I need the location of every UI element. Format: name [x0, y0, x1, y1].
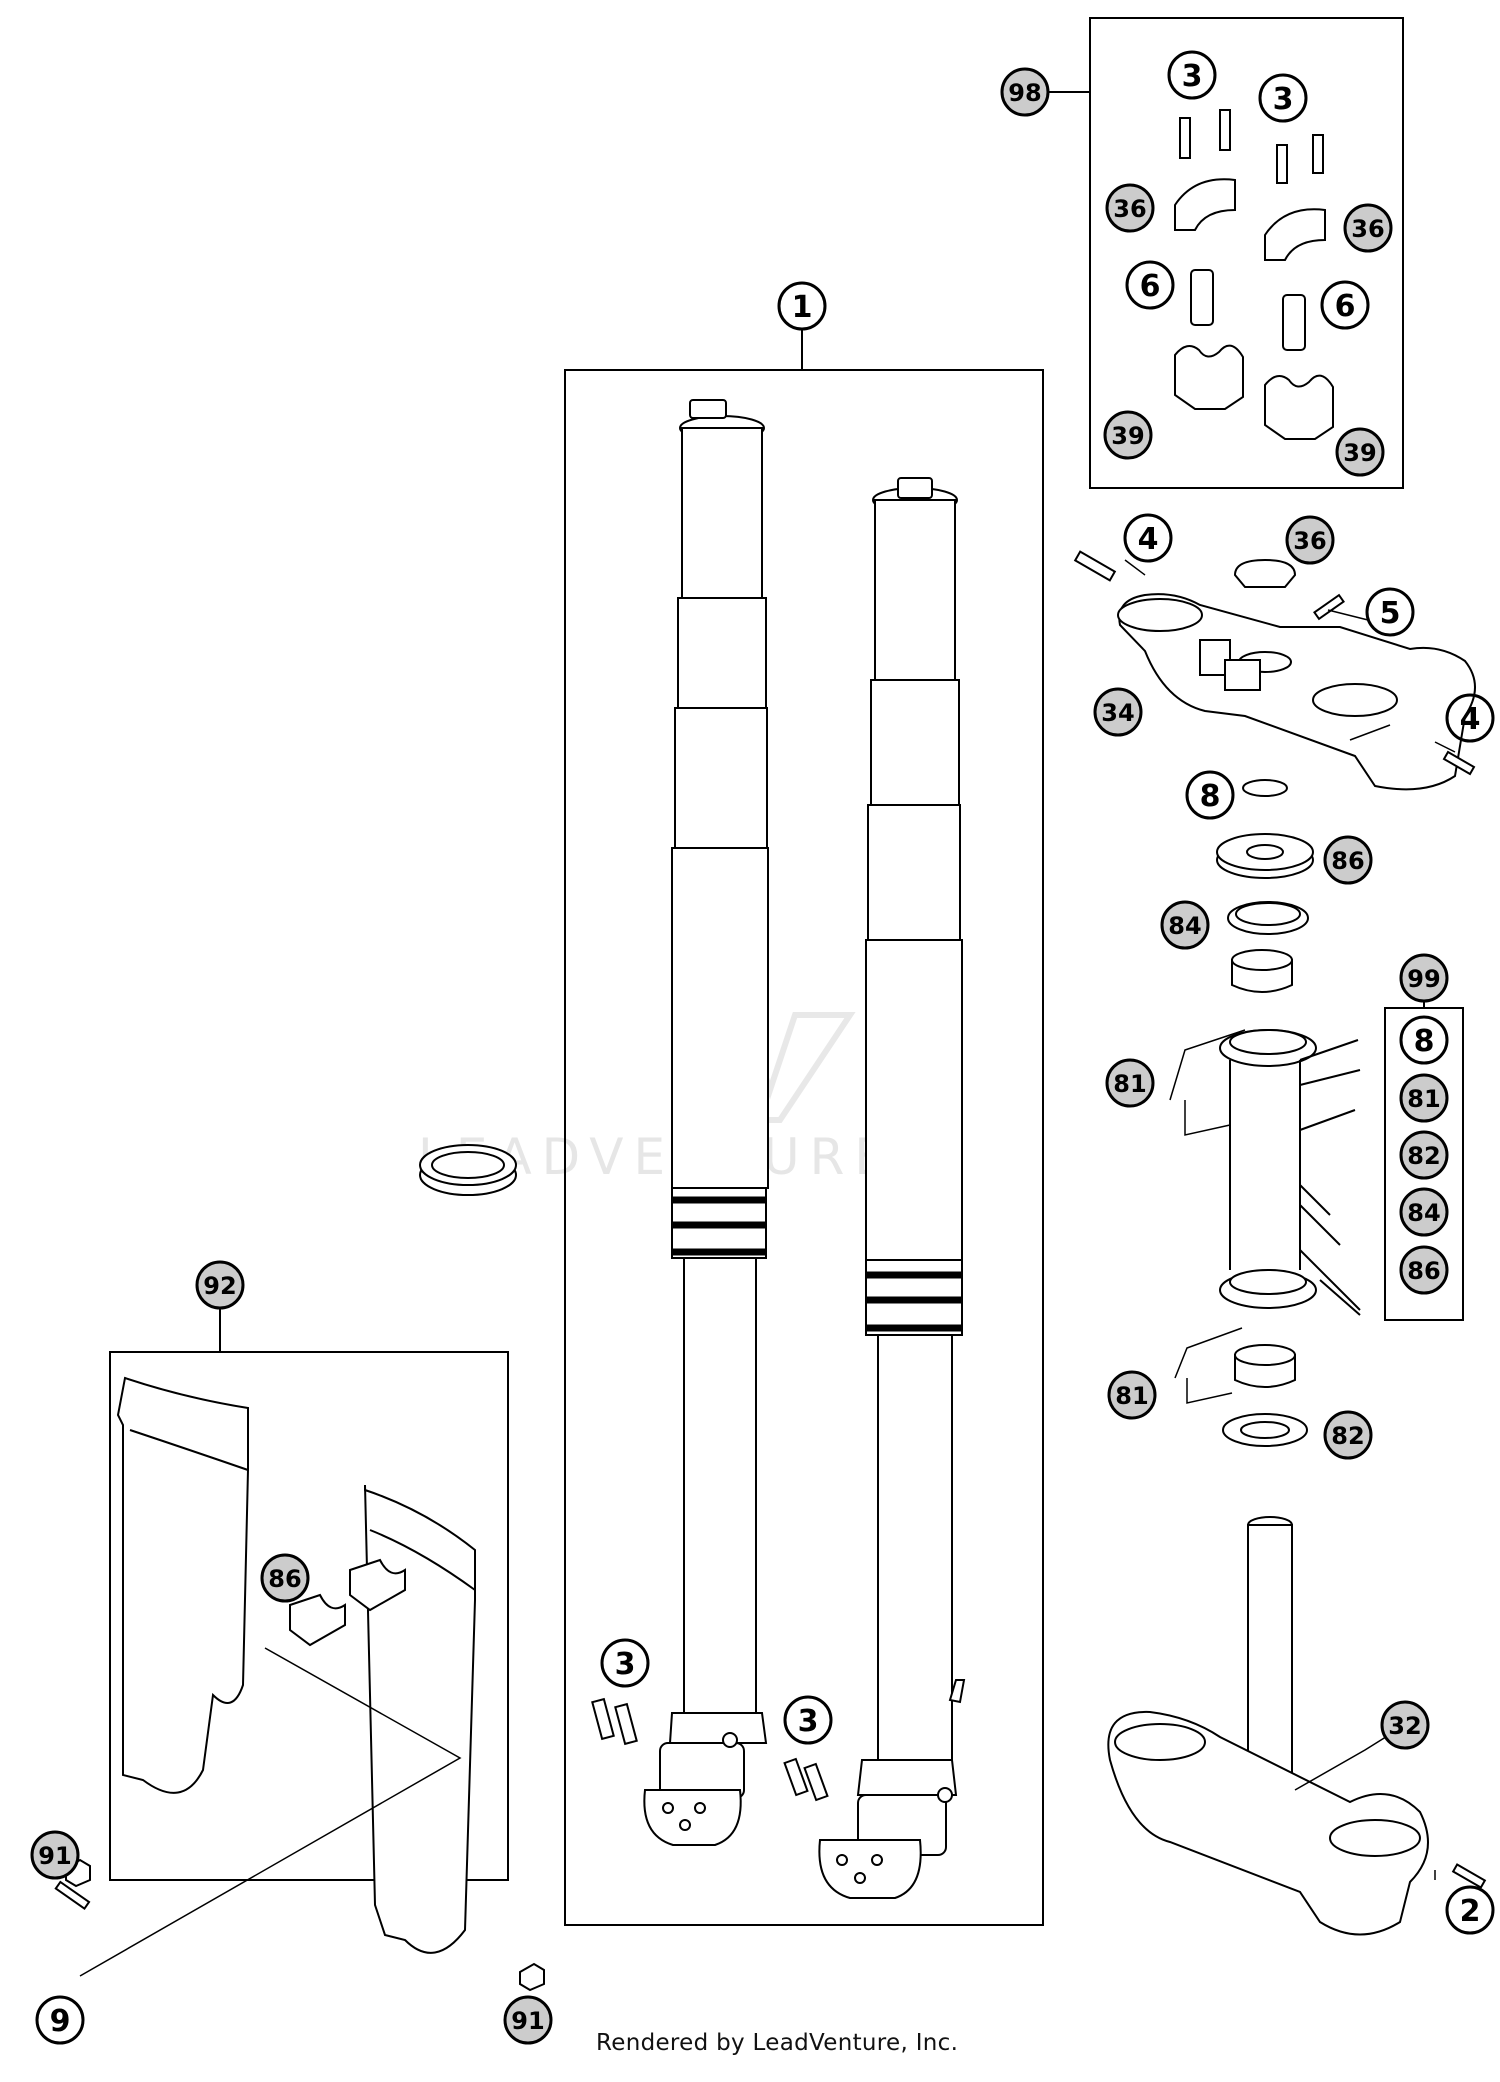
callout-81-upper: 81 — [1105, 1058, 1155, 1108]
fork-assembly-frame — [564, 369, 1044, 1926]
svg-text:39: 39 — [1343, 439, 1376, 467]
svg-text:92: 92 — [203, 1272, 236, 1300]
svg-text:36: 36 — [1113, 195, 1146, 223]
callout-9: 9 — [35, 1995, 85, 2045]
svg-text:8: 8 — [1414, 1024, 1435, 1059]
svg-text:5: 5 — [1380, 596, 1401, 631]
callout-81-lower: 81 — [1107, 1370, 1157, 1420]
callout-4-right: 4 — [1445, 693, 1495, 743]
svg-text:86: 86 — [1407, 1257, 1440, 1285]
callout-5: 5 — [1365, 587, 1415, 637]
svg-text:4: 4 — [1460, 702, 1481, 737]
svg-text:98: 98 — [1008, 79, 1041, 107]
callout-99-item-81: 81 — [1399, 1073, 1449, 1123]
callout-labels: 1 98 3 3 36 36 6 6 39 39 4 36 5 34 4 8 8… — [30, 50, 1495, 2045]
fork-guard-frame — [109, 1351, 509, 1881]
callout-36-top: 36 — [1285, 515, 1335, 565]
svg-text:81: 81 — [1113, 1070, 1146, 1098]
callout-3-kit-right: 3 — [1258, 73, 1308, 123]
loose-ring — [419, 1144, 517, 1196]
svg-text:91: 91 — [511, 2007, 544, 2035]
svg-text:6: 6 — [1335, 289, 1356, 324]
svg-text:99: 99 — [1407, 965, 1440, 993]
svg-text:82: 82 — [1407, 1142, 1440, 1170]
callout-1: 1 — [777, 281, 827, 331]
callout-2: 2 — [1445, 1885, 1495, 1935]
svg-text:4: 4 — [1138, 522, 1159, 557]
handlebar-clamp-parts — [1174, 109, 1334, 440]
callout-86-upper: 86 — [1323, 835, 1373, 885]
svg-text:91: 91 — [38, 1842, 71, 1870]
svg-text:86: 86 — [1331, 847, 1364, 875]
svg-text:36: 36 — [1351, 215, 1384, 243]
callout-6-right: 6 — [1320, 280, 1370, 330]
callout-32: 32 — [1380, 1700, 1430, 1750]
callout-3-fork-right: 3 — [783, 1695, 833, 1745]
svg-text:9: 9 — [50, 2004, 71, 2039]
callout-6-left: 6 — [1125, 260, 1175, 310]
svg-text:3: 3 — [1182, 59, 1203, 94]
svg-text:1: 1 — [792, 290, 813, 325]
callout-39-right: 39 — [1335, 427, 1385, 477]
callout-99-item-86: 86 — [1399, 1245, 1449, 1295]
callout-99: 99 — [1399, 953, 1449, 1003]
handlebar-clamp-kit-frame — [1089, 17, 1404, 489]
callout-3-kit-left: 3 — [1167, 50, 1217, 100]
render-credit: Rendered by LeadVenture, Inc. — [596, 2030, 959, 2056]
callout-99-item-82: 82 — [1399, 1130, 1449, 1180]
callout-99-item-8: 8 — [1399, 1015, 1449, 1065]
svg-text:81: 81 — [1407, 1085, 1440, 1113]
svg-text:6: 6 — [1140, 269, 1161, 304]
callout-36-kit-right: 36 — [1343, 203, 1393, 253]
left-fork-leg — [643, 399, 769, 1846]
callout-34: 34 — [1093, 687, 1143, 737]
svg-text:8: 8 — [1200, 779, 1221, 814]
callout-98: 98 — [1000, 67, 1050, 117]
svg-text:39: 39 — [1111, 422, 1144, 450]
svg-text:86: 86 — [268, 1565, 301, 1593]
callout-86-guard: 86 — [260, 1553, 310, 1603]
svg-text:81: 81 — [1115, 1382, 1148, 1410]
svg-text:84: 84 — [1168, 912, 1201, 940]
lower-bearing-parts — [1219, 1269, 1317, 1447]
callout-84: 84 — [1160, 900, 1210, 950]
svg-text:3: 3 — [1273, 82, 1294, 117]
svg-text:3: 3 — [798, 1704, 819, 1739]
callout-99-item-84: 84 — [1399, 1187, 1449, 1237]
svg-text:36: 36 — [1293, 527, 1326, 555]
callout-39-left: 39 — [1103, 410, 1153, 460]
svg-text:2: 2 — [1460, 1894, 1481, 1929]
callout-36-kit-left: 36 — [1105, 183, 1155, 233]
svg-text:32: 32 — [1388, 1712, 1421, 1740]
callout-82-lower: 82 — [1323, 1410, 1373, 1460]
svg-text:3: 3 — [615, 1647, 636, 1682]
svg-text:34: 34 — [1101, 699, 1134, 727]
right-fork-leg — [818, 477, 966, 1899]
callout-91-left: 91 — [30, 1830, 80, 1880]
svg-text:84: 84 — [1407, 1199, 1440, 1227]
steering-head-tube — [1229, 1039, 1361, 1316]
fork-clamp-screws — [591, 1697, 829, 1802]
fork-guards — [54, 1376, 545, 1992]
callout-91-right: 91 — [503, 1995, 553, 2045]
upper-triple-clamp — [1073, 550, 1476, 791]
callout-8: 8 — [1185, 770, 1235, 820]
callout-92: 92 — [195, 1260, 245, 1310]
callout-4-upper: 4 — [1123, 513, 1173, 563]
bearing-stack — [1216, 779, 1317, 1067]
callout-3-fork-left: 3 — [600, 1638, 650, 1688]
lower-triple-clamp — [1107, 1516, 1487, 1936]
svg-text:82: 82 — [1331, 1422, 1364, 1450]
